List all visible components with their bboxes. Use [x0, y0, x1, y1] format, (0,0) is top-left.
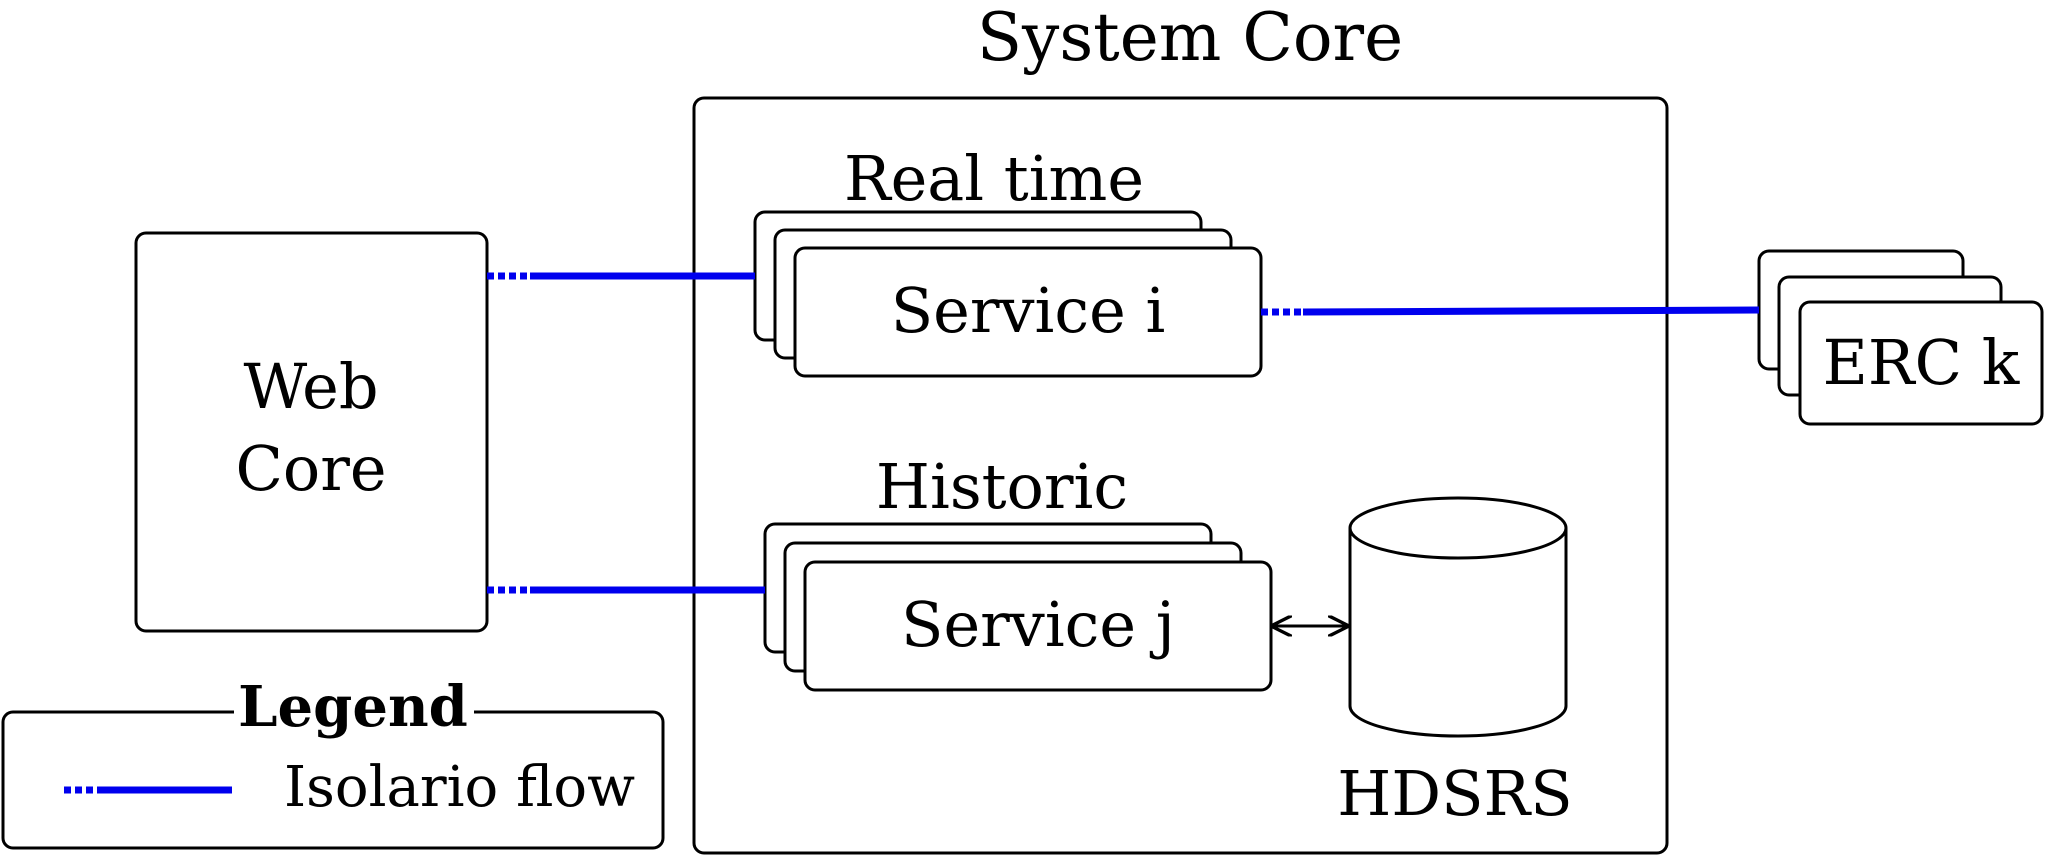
flow-realtime-to-erc — [1261, 306, 1760, 316]
hdsrs-database-body — [1348, 528, 1568, 738]
system-core-title: System Core — [977, 0, 1403, 76]
legend-title-backdrop — [234, 688, 474, 728]
realtime-service-stack: Real time Service i — [753, 142, 1263, 378]
web-core-box — [134, 231, 489, 633]
realtime-group-label: Real time — [844, 142, 1144, 215]
legend: Legend Isolario flow — [1, 674, 665, 850]
web-core: Web Core — [134, 231, 489, 633]
hdsrs-database: HDSRS — [1337, 496, 1573, 830]
legend-title: Legend — [238, 674, 468, 740]
hdsrs-database-top — [1348, 496, 1568, 560]
legend-flow-label: Isolario flow — [284, 755, 635, 820]
hdsrs-database-label: HDSRS — [1337, 757, 1572, 830]
web-core-label-line2: Core — [235, 432, 386, 505]
erc-stack: ERC k — [1757, 249, 2044, 426]
realtime-service-label: Service i — [891, 274, 1166, 347]
historic-service-label: Service j — [901, 588, 1175, 661]
flow-solid-segment — [1302, 306, 1760, 316]
historic-service-stack: Historic Service j — [763, 450, 1273, 692]
historic-group-label: Historic — [876, 450, 1128, 523]
erc-card-front — [1798, 300, 2044, 426]
erc-label: ERC k — [1823, 326, 2020, 399]
web-core-label-line1: Web — [243, 350, 378, 423]
